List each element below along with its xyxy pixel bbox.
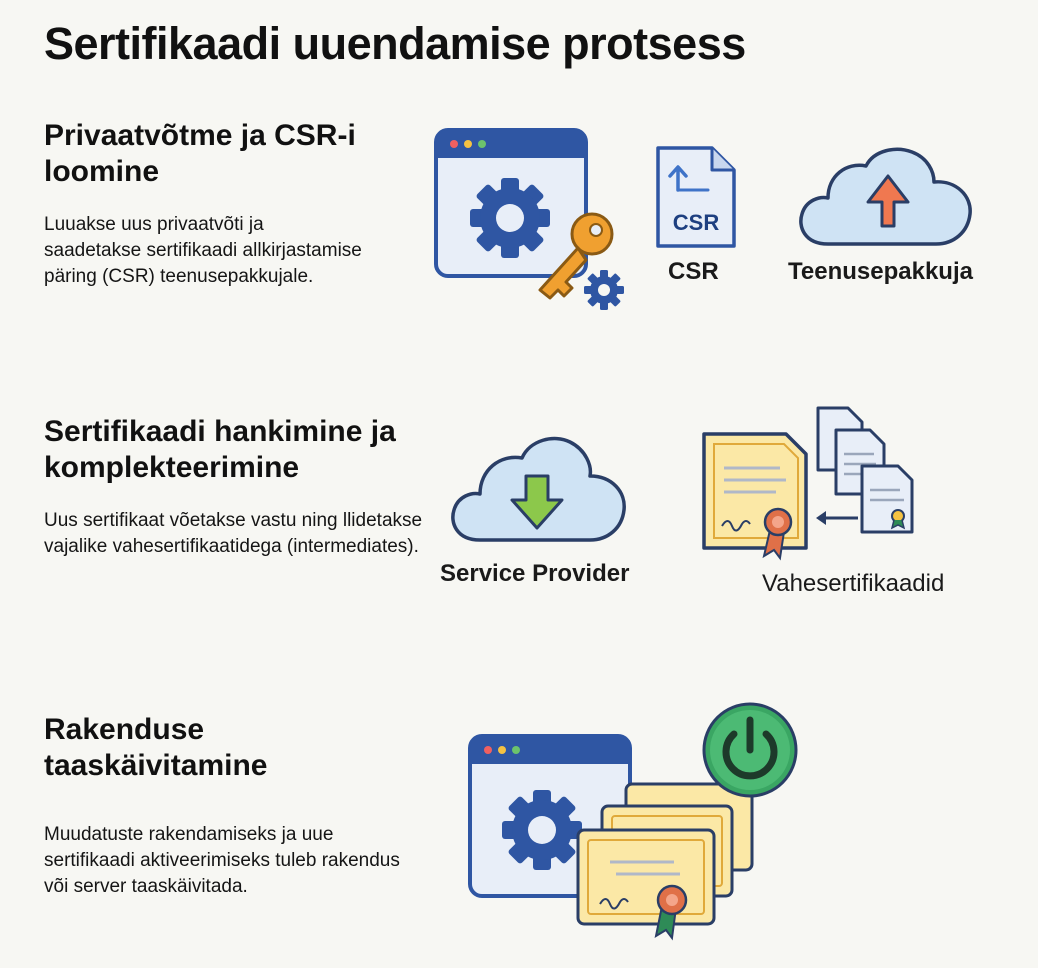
csr-label: CSR bbox=[668, 258, 719, 285]
page-title: Sertifikaadi uuendamise protsess bbox=[44, 18, 746, 69]
arrow-left-icon bbox=[816, 511, 858, 525]
small-gear-icon bbox=[584, 270, 624, 310]
service-provider-label: Service Provider bbox=[440, 560, 630, 587]
private-key-illustration bbox=[434, 128, 624, 310]
step-heading: Sertifikaadi hankimine ja komplekteerimi… bbox=[44, 415, 396, 484]
certificate-bundle-illustration bbox=[702, 406, 914, 561]
step-heading: Privaatvõtme ja CSR-i loomine bbox=[44, 119, 356, 188]
csr-document-icon: CSR bbox=[656, 146, 736, 248]
power-icon bbox=[702, 702, 798, 798]
step-heading: Rakenduse taaskäivitamine bbox=[44, 713, 268, 782]
csr-document-text: CSR bbox=[673, 210, 720, 235]
intermediate-certificates-icon bbox=[816, 406, 914, 534]
certificate-icon bbox=[702, 432, 808, 561]
step-description: Luuakse uus privaatvõti ja saadetakse se… bbox=[44, 214, 362, 287]
key-icon bbox=[538, 212, 614, 300]
step-description: Uus sertifikaat võetakse vastu ning llid… bbox=[44, 510, 423, 557]
step-description: Muudatuste rakendamiseks ja uue sertifik… bbox=[44, 824, 400, 897]
certificate-stack-icon bbox=[576, 782, 754, 941]
restart-illustration bbox=[468, 702, 798, 941]
gear-icon bbox=[470, 178, 550, 258]
intermediates-label: Vahesertifikaadid bbox=[762, 570, 945, 597]
cloud-download-icon bbox=[451, 436, 626, 542]
gear-icon bbox=[502, 790, 582, 870]
provider-label: Teenusepakkuja bbox=[788, 258, 973, 285]
cloud-upload-icon bbox=[799, 147, 972, 246]
